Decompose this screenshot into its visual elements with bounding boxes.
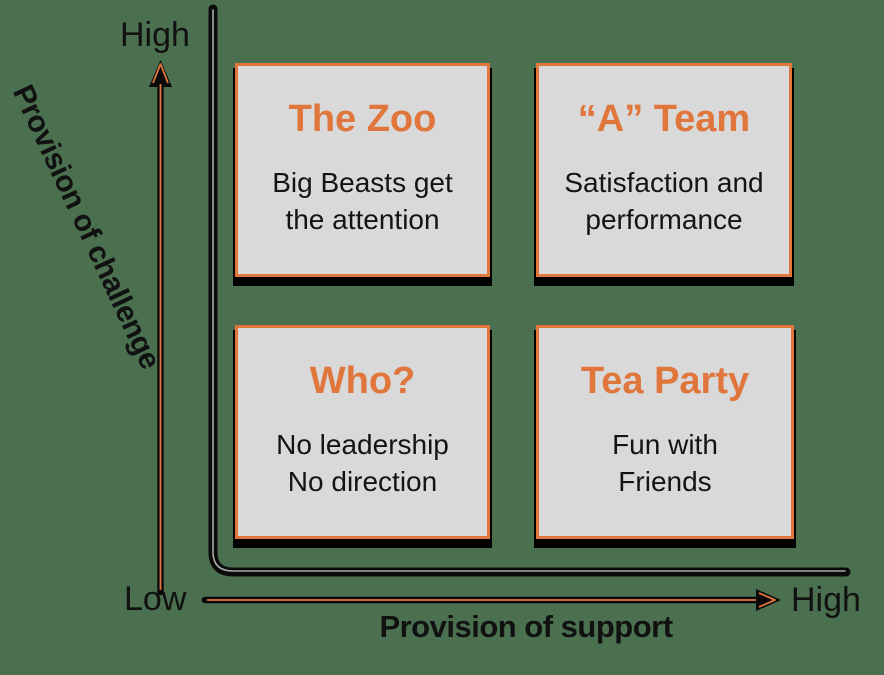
quadrant-body: No leadership No direction xyxy=(276,429,449,497)
quadrant-body: Big Beasts get the attention xyxy=(272,167,453,235)
quadrant-tea-party: Tea Party Fun with Friends xyxy=(536,325,794,539)
quadrant-who: Who? No leadership No direction xyxy=(235,325,490,539)
y-axis-low-label: Low xyxy=(124,580,187,618)
quadrant-title: The Zoo xyxy=(288,98,437,140)
quadrant-title: Who? xyxy=(309,360,416,402)
quadrant-a-team: “A” Team Satisfaction and performance xyxy=(536,63,792,277)
x-axis-arrow xyxy=(201,589,781,611)
x-axis-high-label: High xyxy=(791,581,861,619)
matrix-border-line xyxy=(208,4,851,577)
quadrant-body: Satisfaction and performance xyxy=(564,167,764,235)
quadrant-title: Tea Party xyxy=(580,360,750,402)
x-axis-title: Provision of support xyxy=(379,609,673,644)
y-axis-high-label: High xyxy=(120,16,190,54)
quadrant-body: Fun with Friends xyxy=(612,429,718,497)
quadrant-title: “A” Team xyxy=(577,98,751,140)
quadrant-the-zoo: The Zoo Big Beasts get the attention xyxy=(235,63,490,277)
y-axis-arrow xyxy=(149,60,172,596)
